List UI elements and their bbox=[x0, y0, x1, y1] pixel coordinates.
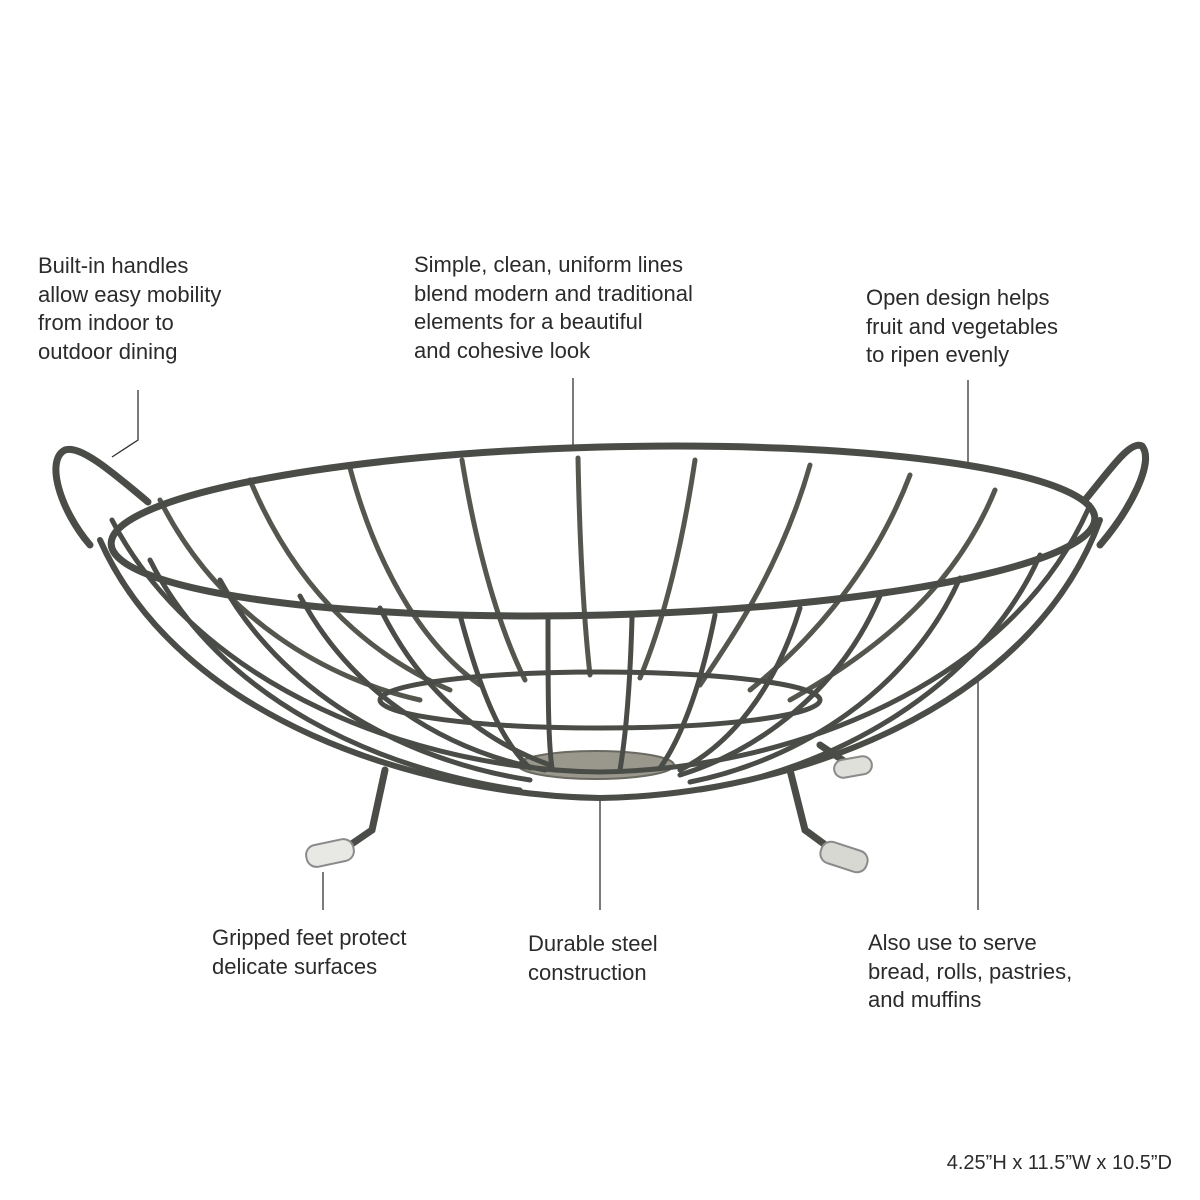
callout-also-use-to-serve: Also use to serve bread, rolls, pastries… bbox=[868, 929, 1072, 1015]
callout-line: Open design helps bbox=[866, 285, 1050, 310]
bowl-underside-inner bbox=[109, 502, 1093, 775]
callout-gripped-feet: Gripped feet protect delicate surfaces bbox=[212, 924, 406, 981]
foot-right bbox=[819, 840, 869, 874]
foot-left bbox=[305, 838, 355, 868]
basket bbox=[52, 441, 1150, 874]
callout-uniform-lines: Simple, clean, uniform lines blend moder… bbox=[414, 251, 693, 365]
top-rim bbox=[107, 442, 1099, 620]
callout-line: Durable steel bbox=[528, 931, 658, 956]
callout-line: and cohesive look bbox=[414, 337, 591, 363]
callout-line: allow easy mobility bbox=[38, 281, 222, 307]
callout-durable-steel: Durable steel construction bbox=[528, 930, 658, 987]
callout-line: and muffins bbox=[868, 987, 982, 1012]
callout-line: Also use to serve bbox=[868, 930, 1037, 955]
callout-line: bread, rolls, pastries, bbox=[868, 958, 1073, 984]
bowl-underside bbox=[97, 517, 1103, 802]
leg-right bbox=[786, 766, 839, 856]
callout-line: construction bbox=[528, 959, 647, 985]
callout-line: delicate surfaces bbox=[212, 953, 378, 979]
back-ribs bbox=[157, 455, 998, 703]
callout-line: blend modern and traditional bbox=[414, 280, 693, 306]
callout-line: Simple, clean, uniform lines bbox=[414, 252, 684, 277]
handle-right bbox=[1081, 441, 1150, 549]
callout-line: elements for a beautiful bbox=[414, 309, 643, 334]
callout-open-design: Open design helps fruit and vegetables t… bbox=[866, 284, 1058, 370]
callout-line: to ripen evenly bbox=[866, 342, 1010, 367]
callout-line: outdoor dining bbox=[38, 338, 178, 364]
product-dimensions: 4.25”H x 11.5”W x 10.5”D bbox=[946, 1152, 1172, 1174]
callout-built-in-handles: Built-in handles allow easy mobility fro… bbox=[38, 252, 221, 366]
leader-line-handles bbox=[111, 390, 139, 458]
base-plate bbox=[517, 750, 675, 780]
callout-line: Gripped feet protect bbox=[212, 925, 407, 950]
gripped-feet bbox=[305, 755, 873, 874]
callout-line: Built-in handles bbox=[38, 253, 189, 278]
foot-back bbox=[833, 755, 873, 779]
handle-left bbox=[52, 445, 152, 549]
base-ring bbox=[377, 669, 823, 731]
callout-line: fruit and vegetables bbox=[866, 313, 1059, 339]
leader-lines bbox=[111, 378, 979, 910]
callout-line: from indoor to bbox=[38, 310, 174, 335]
